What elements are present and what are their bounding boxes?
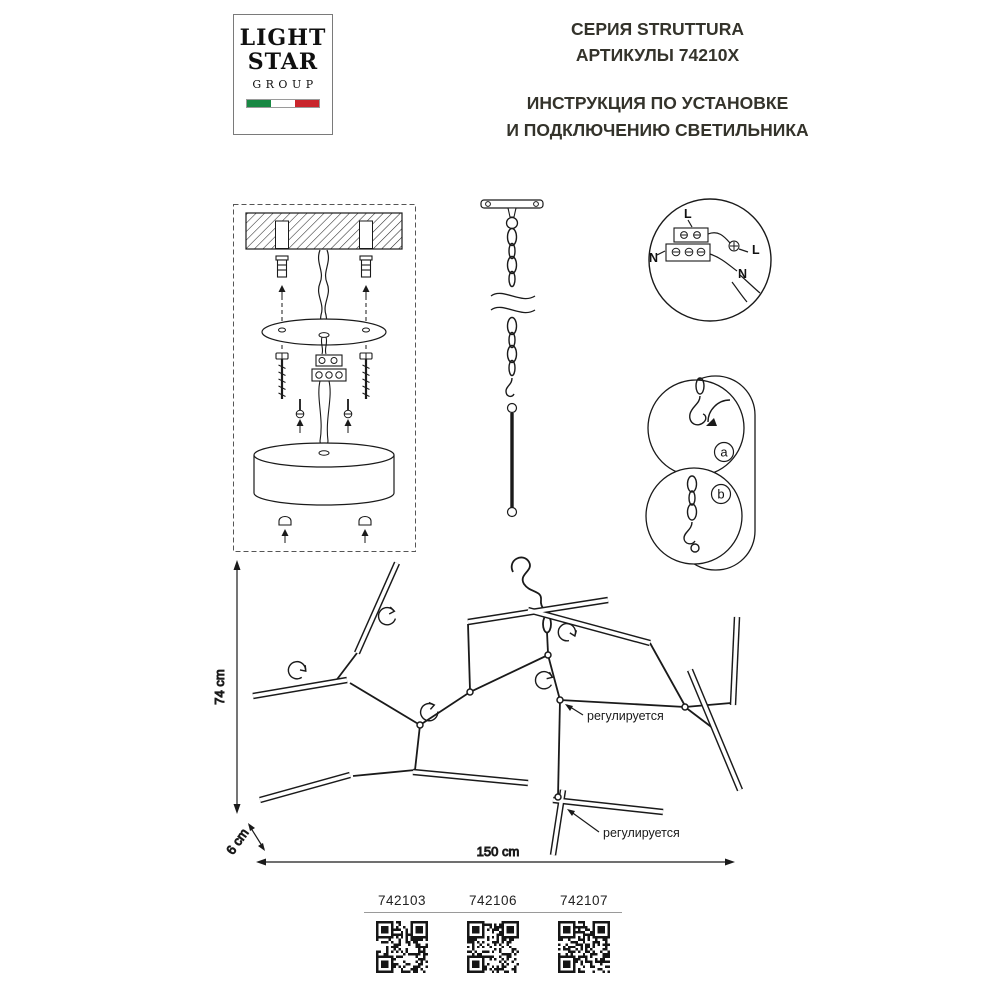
articles-line: АРТИКУЛЫ 74210X [575, 45, 740, 65]
series-title: СЕРИЯ STRUTTURA АРТИКУЛЫ 74210X [430, 16, 885, 68]
wiring-detail-diagram: L N L N [648, 198, 772, 322]
struts [334, 556, 732, 798]
mounting-plate [261, 318, 387, 346]
detail-b-circle [645, 467, 743, 565]
article-code: 742107 [559, 893, 609, 908]
codes-divider [364, 912, 622, 913]
chain-icon [506, 227, 518, 288]
ceiling-plate [480, 199, 544, 230]
terminal-block [311, 336, 347, 382]
anchor-icons [275, 255, 373, 278]
detail-a-badge [713, 441, 735, 463]
lamp-bars [252, 561, 743, 856]
detail-b-label: b [717, 487, 724, 502]
article-codes-section: 742103 742106 742107 [362, 893, 624, 973]
mounting-screws [275, 352, 373, 399]
supply-wires [656, 219, 761, 303]
logo-word-star: STAR [247, 49, 319, 75]
chain-icon-lower [505, 316, 518, 398]
terminal-block-detail [665, 227, 711, 262]
logo-word-light: LIGHT [239, 25, 327, 51]
flag-white-stripe [271, 100, 295, 107]
italian-flag-icon [246, 99, 320, 108]
insert-arrows [278, 285, 370, 300]
ceiling-wires [317, 249, 330, 329]
qr-code [467, 921, 519, 973]
ceiling-mount-diagram [233, 204, 416, 552]
canopy-wires [318, 380, 331, 450]
instruction-line-1: ИНСТРУКЦИЯ ПО УСТАНОВКЕ [526, 93, 789, 113]
instruction-title: ИНСТРУКЦИЯ ПО УСТАНОВКЕ И ПОДКЛЮЧЕНИЮ СВ… [430, 90, 885, 144]
flag-green-stripe [247, 100, 271, 107]
break-symbol [490, 292, 536, 314]
qr-code [558, 921, 610, 973]
qr-code [376, 921, 428, 973]
adjustable-label-2: регулируется [603, 826, 680, 840]
lamp-bars-inner [252, 562, 742, 856]
hook-icon [689, 377, 731, 426]
canopy-cup [253, 442, 395, 506]
chain-hook-icon [683, 475, 700, 553]
chandelier-structure-diagram: регулируется регулируется 74 cm 150 cm 6… [212, 556, 743, 866]
series-line: СЕРИЯ STRUTTURA [571, 19, 744, 39]
adjustable-label-1: регулируется [587, 709, 664, 723]
width-dimension-label: 150 cm [477, 844, 520, 859]
article-code: 742106 [468, 893, 518, 908]
suspension-rod [506, 402, 518, 518]
detail-a-label: a [720, 445, 728, 460]
lightstar-logo: LIGHT STAR GROUP [233, 14, 333, 135]
wire-n-label: N [738, 267, 747, 281]
flag-red-stripe [295, 100, 319, 107]
dashed-frame [233, 204, 416, 552]
terminal-n-label: N [649, 251, 658, 265]
qr-cell [544, 921, 624, 973]
power-cord [510, 556, 547, 616]
earth-symbol [728, 240, 740, 252]
terminal-l-label: L [684, 207, 692, 221]
height-dimension-label: 74 cm [212, 669, 227, 704]
adjustable-joints [416, 651, 689, 801]
article-code: 742103 [377, 893, 427, 908]
detail-b-badge [710, 483, 732, 505]
tube-dimension-label: 6 cm [223, 826, 251, 858]
hook-chain-detail-diagram: a b [645, 375, 756, 571]
logo-word-group: GROUP [252, 78, 318, 91]
detail-a-circle [647, 379, 745, 477]
article-codes-row: 742103 742106 742107 [362, 893, 624, 908]
small-screws [295, 399, 353, 433]
qr-row [362, 921, 624, 973]
wire-l-label: L [752, 243, 760, 257]
cap-nuts [278, 515, 372, 543]
ceiling-hatch [245, 212, 403, 250]
qr-cell [453, 921, 533, 973]
qr-cell [362, 921, 442, 973]
instruction-line-2: И ПОДКЛЮЧЕНИЮ СВЕТИЛЬНИКА [506, 120, 809, 140]
rotation-arrow-icons [284, 606, 580, 724]
suspension-parts-diagram [480, 199, 544, 518]
adjustable-callouts: регулируется регулируется [565, 704, 680, 840]
